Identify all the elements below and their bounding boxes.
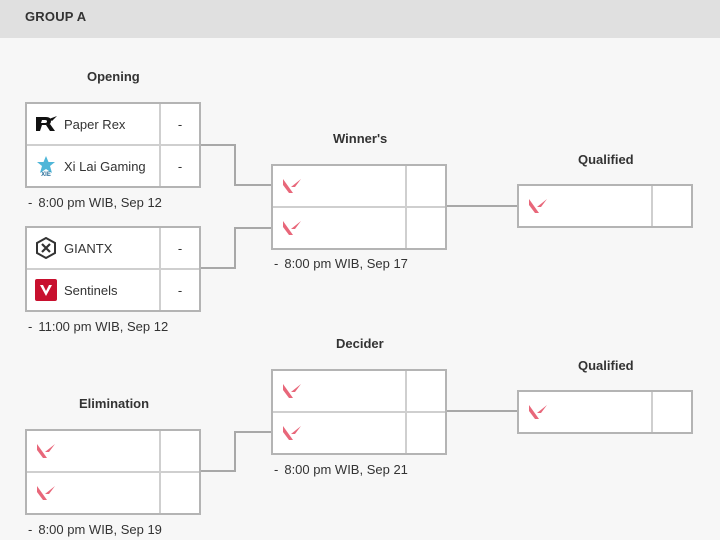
connector (234, 227, 272, 229)
stage-title-elimination: Elimination (79, 396, 150, 411)
stage-title-decider: Decider (336, 336, 384, 351)
giantx-logo-icon (34, 236, 58, 260)
connector (234, 144, 236, 185)
match-team-row[interactable] (27, 431, 199, 471)
match-time: -8:00 pm WIB, Sep 21 (274, 462, 408, 477)
team-score: - (159, 146, 199, 186)
slot-qualified-top[interactable] (517, 184, 693, 228)
connector (234, 431, 236, 472)
group-header: GROUP A (0, 0, 720, 38)
valorant-logo-icon (280, 421, 304, 445)
connector (446, 410, 518, 412)
stage-title-qualified-bottom: Qualified (578, 358, 634, 373)
match-team-row[interactable] (27, 471, 199, 513)
valorant-logo-icon (280, 379, 304, 403)
xi-lai-gaming-logo-icon: XIE (34, 154, 58, 178)
team-score (405, 413, 445, 453)
team-score (651, 186, 691, 226)
valorant-logo-icon (526, 194, 550, 218)
team-score: - (159, 270, 199, 310)
valorant-logo-icon (34, 481, 58, 505)
connector (234, 227, 236, 269)
match-opening-1[interactable]: Paper Rex - XIE Xi Lai Gaming - (25, 102, 201, 188)
team-score (405, 166, 445, 206)
team-name: Paper Rex (64, 116, 126, 132)
stage-title-opening: Opening (87, 69, 140, 84)
team-score (159, 473, 199, 513)
match-team-row[interactable] (273, 166, 445, 206)
team-score (159, 431, 199, 471)
match-team-row[interactable] (273, 206, 445, 248)
team-score (651, 392, 691, 432)
match-time: -8:00 pm WIB, Sep 17 (274, 256, 408, 271)
connector (200, 470, 236, 472)
match-team-row[interactable]: XIE Xi Lai Gaming - (27, 144, 199, 186)
group-title: GROUP A (25, 9, 87, 24)
match-decider[interactable] (271, 369, 447, 455)
team-score (405, 371, 445, 411)
team-name: Sentinels (64, 282, 118, 298)
connector (234, 184, 272, 186)
connector (446, 205, 518, 207)
connector (200, 267, 236, 269)
slot-qualified-bottom[interactable] (517, 390, 693, 434)
connector (200, 144, 236, 146)
match-team-row[interactable]: Paper Rex - (27, 104, 199, 144)
stage-title-winners: Winner's (333, 131, 388, 146)
match-elimination[interactable] (25, 429, 201, 515)
team-score (405, 208, 445, 248)
valorant-logo-icon (526, 400, 550, 424)
match-time: -8:00 pm WIB, Sep 12 (28, 195, 162, 210)
match-team-row[interactable] (273, 411, 445, 453)
match-team-row[interactable]: Sentinels - (27, 268, 199, 310)
valorant-logo-icon (280, 216, 304, 240)
team-name: Xi Lai Gaming (64, 158, 146, 174)
team-name: GIANTX (64, 240, 113, 256)
match-team-row[interactable] (519, 186, 691, 226)
match-opening-2[interactable]: GIANTX - Sentinels - (25, 226, 201, 312)
team-score: - (159, 104, 199, 144)
svg-text:XIE: XIE (41, 172, 51, 177)
match-team-row[interactable] (273, 371, 445, 411)
match-winners[interactable] (271, 164, 447, 250)
sentinels-logo-icon (34, 278, 58, 302)
match-time: -11:00 pm WIB, Sep 12 (28, 319, 169, 334)
team-score: - (159, 228, 199, 268)
stage-title-qualified-top: Qualified (578, 152, 634, 167)
match-team-row[interactable]: GIANTX - (27, 228, 199, 268)
valorant-logo-icon (34, 439, 58, 463)
paper-rex-logo-icon (34, 112, 58, 136)
match-team-row[interactable] (519, 392, 691, 432)
valorant-logo-icon (280, 174, 304, 198)
match-time: -8:00 pm WIB, Sep 19 (28, 522, 162, 537)
connector (234, 431, 272, 433)
